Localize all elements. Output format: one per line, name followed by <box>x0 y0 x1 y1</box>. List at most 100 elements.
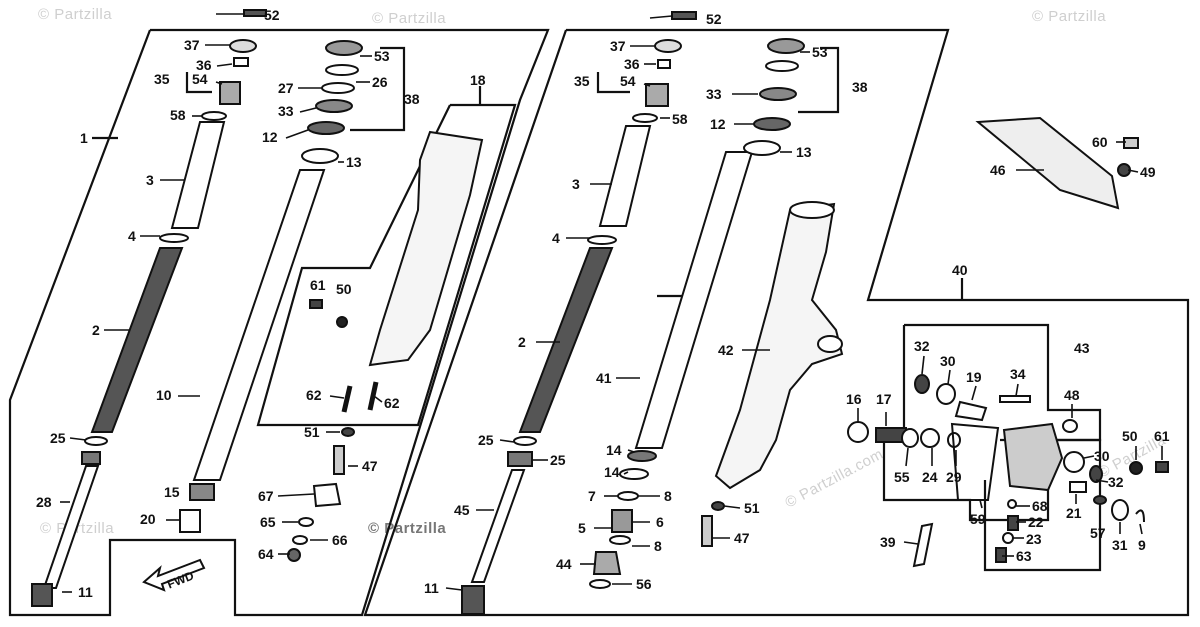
spacer-3-left <box>170 121 226 229</box>
seal-b1 <box>765 60 799 72</box>
washer-51a <box>341 427 355 437</box>
damper-rod-45 <box>470 469 526 583</box>
nut-50a <box>336 316 348 328</box>
callout-24: 24 <box>922 469 938 485</box>
gasket-59 <box>950 422 1000 501</box>
callout-68: 68 <box>1032 498 1048 514</box>
piece-11-right <box>461 585 485 615</box>
spring-2-right <box>518 247 614 433</box>
ring-25-right <box>513 436 537 446</box>
bracket-35-right <box>596 72 630 94</box>
frame-caliper-sub <box>983 438 1102 572</box>
bushing-left <box>81 451 101 465</box>
callout-13-right: 13 <box>796 144 812 160</box>
piece-11-left <box>31 583 53 607</box>
bolt-60 <box>1123 137 1139 149</box>
callout-50-left: 50 <box>336 281 352 297</box>
clip-56 <box>589 579 611 589</box>
slider-top-42 <box>789 201 835 219</box>
callout-labels: 52 37 36 35 54 58 1 3 4 2 25 28 11 53 26… <box>36 7 1170 600</box>
callout-25-right-a: 25 <box>478 432 494 448</box>
nut-64 <box>287 548 301 562</box>
callout-61-right: 61 <box>1154 428 1170 444</box>
pin-62b <box>367 381 379 411</box>
axle-boss-42 <box>817 335 843 353</box>
screw-61a <box>309 299 323 309</box>
ring-30b <box>1063 451 1085 473</box>
callout-14-b: 14 <box>604 464 620 480</box>
callout-54-left: 54 <box>192 71 208 87</box>
callout-29: 29 <box>946 469 962 485</box>
callout-10: 10 <box>156 387 172 403</box>
callout-63: 63 <box>1016 548 1032 564</box>
bolt-47a <box>333 445 345 475</box>
callout-42: 42 <box>718 342 734 358</box>
valve-5 <box>611 509 633 533</box>
bolt-52a <box>243 9 267 17</box>
watermark-top-right: © Partzilla <box>1032 8 1107 25</box>
callout-37-left: 37 <box>184 37 200 53</box>
bolt-52b <box>671 11 697 20</box>
bracket-35-left <box>185 72 212 94</box>
callout-15: 15 <box>164 484 180 500</box>
pin-19 <box>954 400 988 422</box>
callout-47-left: 47 <box>362 458 378 474</box>
seal-12-right <box>753 117 791 131</box>
bleed-68 <box>1007 499 1017 509</box>
callout-21: 21 <box>1066 505 1082 521</box>
callout-20: 20 <box>140 511 156 527</box>
callout-56: 56 <box>636 576 652 592</box>
bolt-63 <box>995 547 1007 563</box>
washer-66 <box>292 535 308 545</box>
callout-54-right: 54 <box>620 73 636 89</box>
callout-1: 1 <box>80 130 88 146</box>
callout-59: 59 <box>970 511 986 527</box>
callout-13-left: 13 <box>346 154 362 170</box>
callout-61-left: 61 <box>310 277 326 293</box>
clip-57 <box>1093 495 1107 505</box>
washer-65 <box>298 517 314 527</box>
ring-58-right <box>632 113 658 123</box>
callout-43: 43 <box>1074 340 1090 356</box>
callout-26: 26 <box>372 74 388 90</box>
callout-25-left: 25 <box>50 430 66 446</box>
callout-52-left: 52 <box>264 7 280 23</box>
seal-53-right <box>767 38 805 54</box>
callout-32-b: 32 <box>1108 474 1124 490</box>
callout-38-left: 38 <box>404 91 420 107</box>
callout-28: 28 <box>36 494 52 510</box>
left-fork-parts <box>31 9 484 607</box>
bolt-54-right <box>645 83 669 107</box>
piston-16 <box>847 421 869 443</box>
frame-outer-tube-left <box>256 103 517 427</box>
callout-11-right: 11 <box>424 580 439 596</box>
spacer-3-right <box>598 125 652 227</box>
callout-32-a: 32 <box>914 338 930 354</box>
watermark-top-left: © Partzilla <box>38 6 113 23</box>
fork-tube-41 <box>634 151 754 449</box>
callout-33-left: 33 <box>278 103 294 119</box>
screw-48 <box>1062 419 1078 433</box>
bushing-14b <box>619 468 649 480</box>
washer-32a <box>914 374 930 394</box>
callout-36-right: 36 <box>624 56 640 72</box>
pin-39 <box>912 522 934 568</box>
washer-7 <box>617 491 639 501</box>
callout-30-a: 30 <box>940 353 956 369</box>
callout-37-right: 37 <box>610 38 626 54</box>
callout-9: 9 <box>1138 537 1146 553</box>
callout-58-right: 58 <box>672 111 688 127</box>
washer-32b <box>1089 465 1103 483</box>
callout-57: 57 <box>1090 525 1106 541</box>
fitting-44 <box>592 551 622 575</box>
callout-45: 45 <box>454 502 470 518</box>
callout-22: 22 <box>1028 514 1044 530</box>
seal-33-right <box>759 87 797 101</box>
callout-8-b: 8 <box>654 538 662 554</box>
callout-27: 27 <box>278 80 294 96</box>
callout-58-left: 58 <box>170 107 186 123</box>
callout-2-left: 2 <box>92 322 100 338</box>
washer-4-right <box>587 235 617 245</box>
callout-53-left: 53 <box>374 48 390 64</box>
